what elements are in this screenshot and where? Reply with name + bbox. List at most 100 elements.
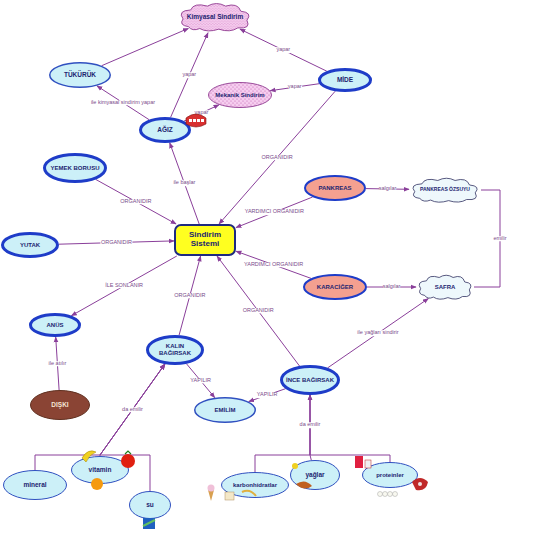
- link-phrase: ORGANIDIR: [101, 240, 132, 246]
- ellipse-shape: [320, 70, 371, 91]
- concept-ellipse: mineral: [3, 470, 67, 500]
- connector-line: [219, 91, 335, 224]
- connector-line: [328, 299, 429, 368]
- node-label: Kimyasal Sindirim: [183, 13, 247, 20]
- link-phrase: YARDIMCI ORGANIDIR: [245, 210, 304, 216]
- ellipse-shape: [4, 471, 67, 500]
- node-label: Mekanik Sindirim: [211, 92, 268, 99]
- link-phrase: yapar: [182, 72, 196, 78]
- concept-ellipse: yağlar: [290, 460, 340, 490]
- concept-ellipse: ANÜS: [29, 313, 81, 337]
- node-label: YUTAK: [16, 242, 44, 249]
- ellipse-shape: [130, 492, 171, 519]
- concept-ellipse: AĞIZ: [139, 117, 191, 143]
- ellipse-shape: [50, 63, 111, 88]
- food-icons: [208, 456, 429, 501]
- connector-line: [255, 395, 310, 472]
- central-concept: Sindirim Sistemi: [174, 224, 236, 256]
- connector-line: [236, 251, 311, 278]
- link-phrase: İLE SONLANIR: [105, 283, 143, 289]
- node-label: DIŞKI: [47, 401, 72, 408]
- connector-line: [171, 33, 208, 118]
- connector-line: [96, 179, 176, 224]
- cloud-node: SAFRA: [416, 273, 474, 301]
- concept-ellipse: KALIN BAĞIRSAK: [146, 335, 204, 365]
- ellipse-shape: [363, 463, 418, 488]
- node-label: su: [142, 501, 158, 508]
- cloud-node: Kimyasal Sindirim: [177, 1, 253, 33]
- link-phrase: ORGANIDIR: [174, 293, 205, 299]
- connector-line: [270, 84, 319, 91]
- node-label: MİDE: [333, 76, 357, 83]
- ellipse-shape: [291, 461, 340, 490]
- link-phrase: da emilir: [122, 407, 143, 413]
- concept-ellipse: YUTAK: [1, 232, 59, 258]
- link-phrase: da emilir: [300, 422, 321, 428]
- node-label: Sindirim Sistemi: [174, 231, 236, 249]
- node-label: proteinler: [372, 472, 408, 479]
- central-box: [175, 225, 235, 255]
- link-phrase: YAPILIR: [257, 392, 278, 398]
- node-label: YEMEK BORUSU: [46, 165, 103, 172]
- node-label: mineral: [19, 481, 50, 488]
- ellipse-shape: [3, 234, 58, 257]
- cloud-shape: [413, 178, 477, 202]
- water-icon: [143, 518, 155, 529]
- node-label: karbonhidratlar: [229, 482, 281, 489]
- ellipse-shape: [305, 176, 365, 200]
- concept-ellipse: PANKREAS: [304, 175, 366, 201]
- concept-ellipse: MİDE: [318, 68, 372, 92]
- node-label: İNCE BAĞIRSAK: [282, 377, 338, 384]
- ellipse-shape: [282, 367, 339, 394]
- ellipse-shape: [45, 155, 106, 182]
- link-phrase: yapar: [288, 84, 302, 90]
- link-phrase: emilir: [493, 236, 506, 242]
- concept-ellipse: İNCE BAĞIRSAK: [280, 365, 340, 395]
- node-label: AĞIZ: [153, 126, 177, 133]
- node-label: EMİLİM: [211, 407, 240, 414]
- node-label: TÜKÜRÜK: [60, 71, 100, 78]
- concept-ellipse: EMİLİM: [194, 397, 256, 423]
- connector-line: [249, 389, 286, 402]
- connector-line: [240, 29, 327, 71]
- node-label: KALIN BAĞIRSAK: [146, 343, 204, 356]
- concept-ellipse: YEMEK BORUSU: [43, 153, 107, 183]
- link-phrase: ile başlar: [173, 181, 195, 187]
- concept-ellipse: proteinler: [362, 462, 418, 488]
- ellipse-shape: [31, 391, 90, 420]
- node-label: ANÜS: [42, 322, 67, 329]
- link-phrase: YARDIMCI ORGANIDIR: [244, 262, 303, 268]
- connector-line: [71, 256, 176, 316]
- ellipse-shape: [209, 83, 272, 108]
- concept-ellipse: vitamin: [71, 456, 129, 484]
- concept-ellipse: Mekanik Sindirim: [208, 82, 272, 108]
- connector-line: [187, 364, 215, 398]
- node-label: vitamin: [85, 466, 116, 473]
- ellipse-shape: [222, 473, 289, 498]
- ellipse-shape: [72, 457, 129, 484]
- link-phrase: yapar: [276, 47, 290, 53]
- link-phrase: ORGANIDIR: [262, 155, 293, 161]
- node-label: yağlar: [301, 471, 328, 478]
- connector-line: [184, 105, 219, 121]
- node-label: SAFRA: [431, 284, 460, 291]
- node-label: PANKREAS ÖZSUYU: [416, 187, 474, 193]
- link-phrase: ile atılır: [49, 361, 67, 367]
- concept-ellipse: TÜKÜRÜK: [49, 62, 111, 88]
- node-label: PANKREAS: [314, 185, 355, 192]
- connector-line: [310, 395, 390, 462]
- cloud-shape: [419, 275, 471, 299]
- connector-line: [102, 28, 189, 65]
- connector-line: [236, 197, 313, 228]
- link-phrase: ile kimyasal sindirim yapar: [91, 100, 155, 106]
- link-phrase: salgılar: [379, 186, 397, 192]
- concept-ellipse: KARACİĞER: [303, 274, 367, 300]
- cloud-shape: [181, 4, 249, 31]
- concept-ellipse: su: [129, 491, 171, 519]
- node-label: KARACİĞER: [313, 284, 357, 291]
- ellipse-shape: [141, 119, 190, 142]
- link-phrase: salgılar: [383, 284, 401, 290]
- cloud-node: PANKREAS ÖZSUYU: [409, 176, 481, 204]
- link-phrase: yapar: [195, 110, 209, 116]
